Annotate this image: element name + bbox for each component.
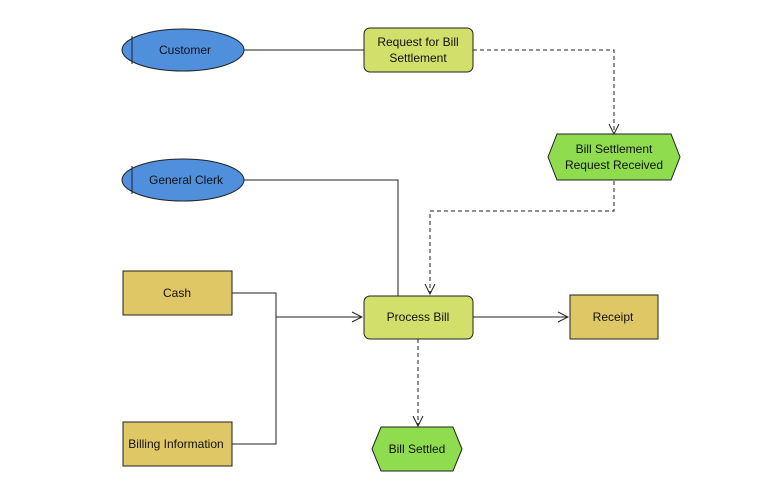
connector-clerk-process-bill[interactable] xyxy=(243,179,399,296)
function-request-label-line2: Settlement xyxy=(389,51,447,65)
function-request-shape xyxy=(363,27,474,73)
function-process-bill[interactable]: Process Bill xyxy=(363,295,474,340)
event-request-received[interactable]: Bill Settlement Request Received xyxy=(547,133,681,181)
role-general-clerk[interactable]: General Clerk xyxy=(121,158,245,202)
role-customer[interactable]: Customer xyxy=(121,28,245,72)
event-request-received-shape xyxy=(547,133,681,181)
function-request-label-line1: Request for Bill xyxy=(377,35,458,49)
event-bill-settled-shape xyxy=(371,426,463,472)
object-receipt-shape xyxy=(569,294,659,340)
object-receipt[interactable]: Receipt xyxy=(569,294,659,340)
role-customer-label: Customer xyxy=(159,43,211,57)
event-bill-settled[interactable]: Bill Settled xyxy=(371,426,463,472)
connector-request-received-event[interactable] xyxy=(473,49,614,134)
object-billing-information-shape xyxy=(122,421,233,467)
connectors xyxy=(232,49,615,445)
role-customer-shape xyxy=(121,28,245,72)
event-request-received-label-line2: Request Received xyxy=(565,158,663,172)
connector-cash-junction[interactable] xyxy=(232,292,277,445)
object-cash[interactable]: Cash xyxy=(122,270,233,316)
event-request-received-label-line1: Bill Settlement xyxy=(576,142,653,156)
object-cash-label: Cash xyxy=(163,286,191,300)
object-billing-information[interactable]: Billing Information xyxy=(122,421,233,467)
function-process-bill-label: Process Bill xyxy=(387,310,450,324)
role-general-clerk-shape xyxy=(121,158,245,202)
event-bill-settled-label: Bill Settled xyxy=(389,442,446,456)
function-process-bill-shape xyxy=(363,295,474,340)
function-request-bill-settlement[interactable]: Request for Bill Settlement xyxy=(363,27,474,73)
connector-received-event-process-bill[interactable] xyxy=(430,181,615,294)
object-receipt-label: Receipt xyxy=(593,310,634,324)
role-general-clerk-label: General Clerk xyxy=(149,173,224,187)
object-cash-shape xyxy=(122,270,233,316)
object-billing-information-label: Billing Information xyxy=(128,437,223,451)
